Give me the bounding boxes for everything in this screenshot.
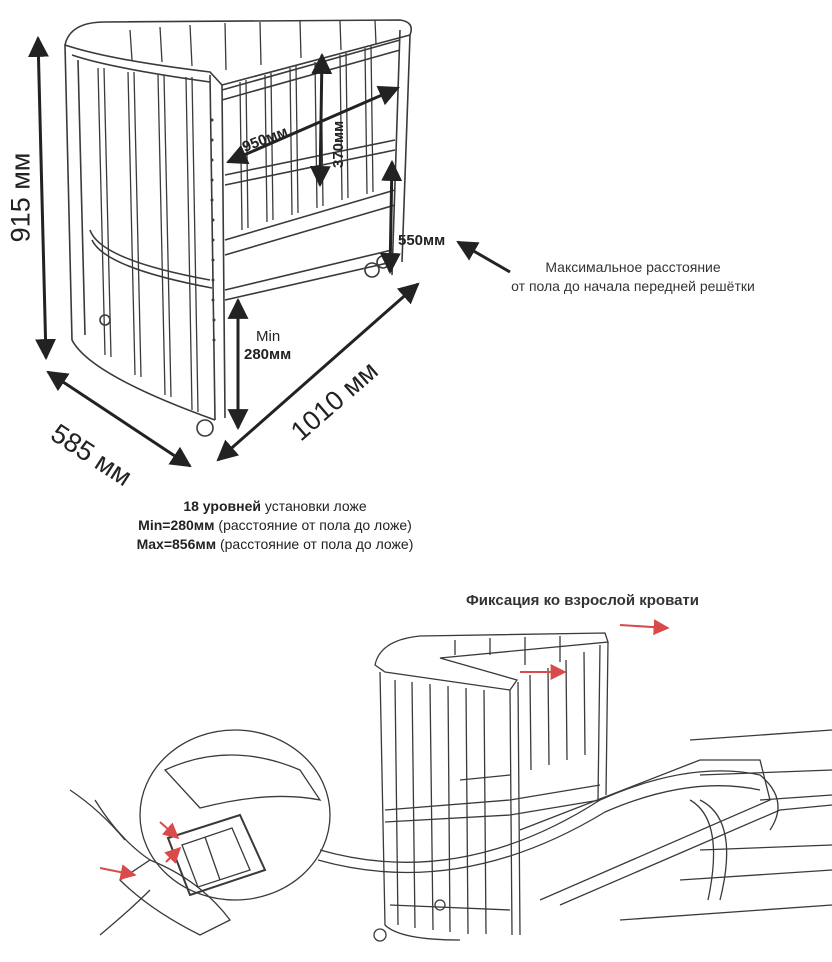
spec-levels-bold: 18 уровней (183, 498, 261, 514)
spec-min: Min=280мм (расстояние от пола до ложе) (100, 516, 450, 535)
height-arrow (27, 35, 57, 361)
rail-height-label: 550мм (398, 232, 446, 249)
level-specs: 18 уровней установки ложе Min=280мм (рас… (100, 497, 450, 554)
min-label: Min (256, 328, 281, 345)
red-arrows (99, 619, 670, 881)
min-value-label: 280мм (244, 346, 292, 363)
attach-title: Фиксация ко взрослой кровати (466, 592, 699, 609)
inner-height-label: 370мм (330, 120, 347, 168)
dimension-arrows (27, 35, 511, 468)
spec-levels: 18 уровней установки ложе (100, 497, 450, 516)
rail-height-arrow (379, 159, 403, 275)
spec-min-bold: Min=280мм (138, 517, 215, 533)
inner-height-arrow (309, 52, 333, 188)
spec-min-rest: (расстояние от пола до ложе) (214, 517, 412, 533)
zoom-circle (139, 729, 331, 901)
attach-drawing (69, 632, 832, 942)
rail-note-pointer (456, 240, 511, 274)
spec-max-bold: Max=856мм (136, 536, 217, 552)
rail-note-line2: от пола до начала передней решётки (511, 278, 755, 294)
rail-note-line1: Максимальное расстояние (545, 259, 721, 275)
spec-max: Max=856мм (расстояние от пола до ложе) (100, 535, 450, 554)
length-arrow (216, 282, 420, 462)
rail-note: Максимальное расстояние от пола до начал… (468, 258, 798, 296)
spec-max-rest: (расстояние от пола до ложе) (216, 536, 414, 552)
width-arrow (46, 370, 192, 468)
spec-levels-rest: установки ложе (260, 498, 367, 514)
post-holes (210, 118, 216, 342)
height-label: 915 мм (5, 152, 36, 243)
